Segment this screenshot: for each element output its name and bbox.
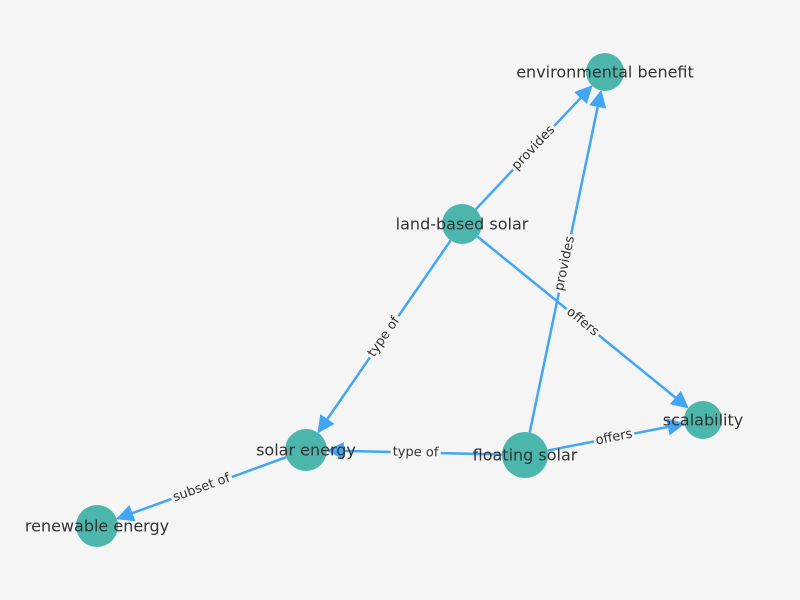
edge-label-group: provides <box>550 232 580 295</box>
node-solar-energy[interactable] <box>285 429 327 471</box>
node-circle <box>76 505 118 547</box>
edge-label: subset of <box>171 471 233 506</box>
node-label: land-based solar <box>396 215 529 234</box>
node-label: solar energy <box>256 441 356 460</box>
labels-layer: provides provides offers offers type of type … <box>25 63 743 536</box>
edge-label-group: type of <box>362 311 406 363</box>
node-circle <box>285 429 327 471</box>
node-scalability[interactable] <box>684 401 722 439</box>
node-circle <box>586 53 624 91</box>
edge-label-group: provides <box>506 120 561 176</box>
edge-label: type of <box>365 314 404 360</box>
edge-label-background <box>592 425 636 450</box>
node-label: floating solar <box>473 446 578 465</box>
node-renewable-energy[interactable] <box>76 505 118 547</box>
edge-label-background <box>550 232 580 295</box>
node-floating-solar[interactable] <box>502 432 548 478</box>
edge-label-group: offers <box>592 425 636 450</box>
node-environmental-benefit[interactable] <box>586 53 624 91</box>
node-label: scalability <box>663 411 743 430</box>
node-circle <box>442 204 482 244</box>
edge-label: provides <box>552 235 578 293</box>
node-circle <box>502 432 548 478</box>
edge-label-background <box>561 302 604 342</box>
edge-label-background <box>390 443 441 462</box>
node-label: renewable energy <box>25 517 169 536</box>
edge-label-background <box>506 120 561 176</box>
edge-label-group: offers <box>561 302 604 342</box>
edge-label-background <box>362 311 406 363</box>
edge-label: provides <box>509 122 558 173</box>
edge-label-background <box>168 468 235 507</box>
edge-label: type of <box>392 444 438 460</box>
node-land-based-solar[interactable] <box>442 204 482 244</box>
edge-label-group: subset of <box>168 468 235 507</box>
edge-label: offers <box>594 427 633 449</box>
nodes-layer <box>76 53 722 547</box>
node-label: environmental benefit <box>516 63 694 82</box>
node-circle <box>684 401 722 439</box>
edge-label-group: type of <box>390 443 441 462</box>
